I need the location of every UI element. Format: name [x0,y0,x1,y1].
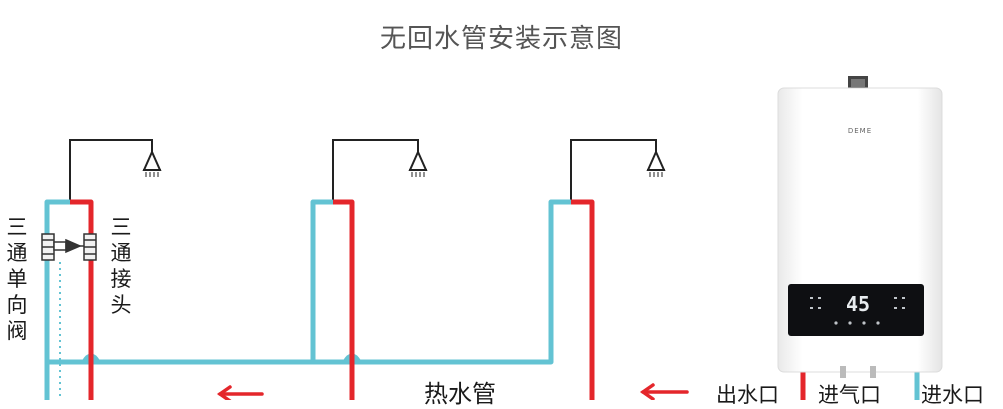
gas-inlet-label: 进气口 [818,383,881,407]
heater-display-segments [810,297,905,325]
water-inlet-label: 进水口 [921,383,984,407]
heater-display-temperature: 45 [846,292,870,316]
installation-diagram: DEME 45 [41,76,943,400]
water-outlet-label: 出水口 [716,383,779,407]
hot-water-pipe [70,199,806,400]
tee-check-valve-label: 三通单向阀 [6,215,28,343]
flow-arrow-left-2 [639,383,689,400]
shower-head-2 [332,139,428,200]
tee-check-valve-icon [41,233,97,261]
shower-head-1 [69,139,162,200]
diagram-title: 无回水管安装示意图 [379,24,623,54]
tee-joint-label: 三通接头 [110,215,132,317]
heater-brand: DEME [848,127,872,135]
hot-water-pipe-label: 热水管 [424,380,496,408]
flow-arrow-left-1 [216,385,264,400]
water-heater [777,76,943,378]
shower-head-3 [570,139,666,200]
